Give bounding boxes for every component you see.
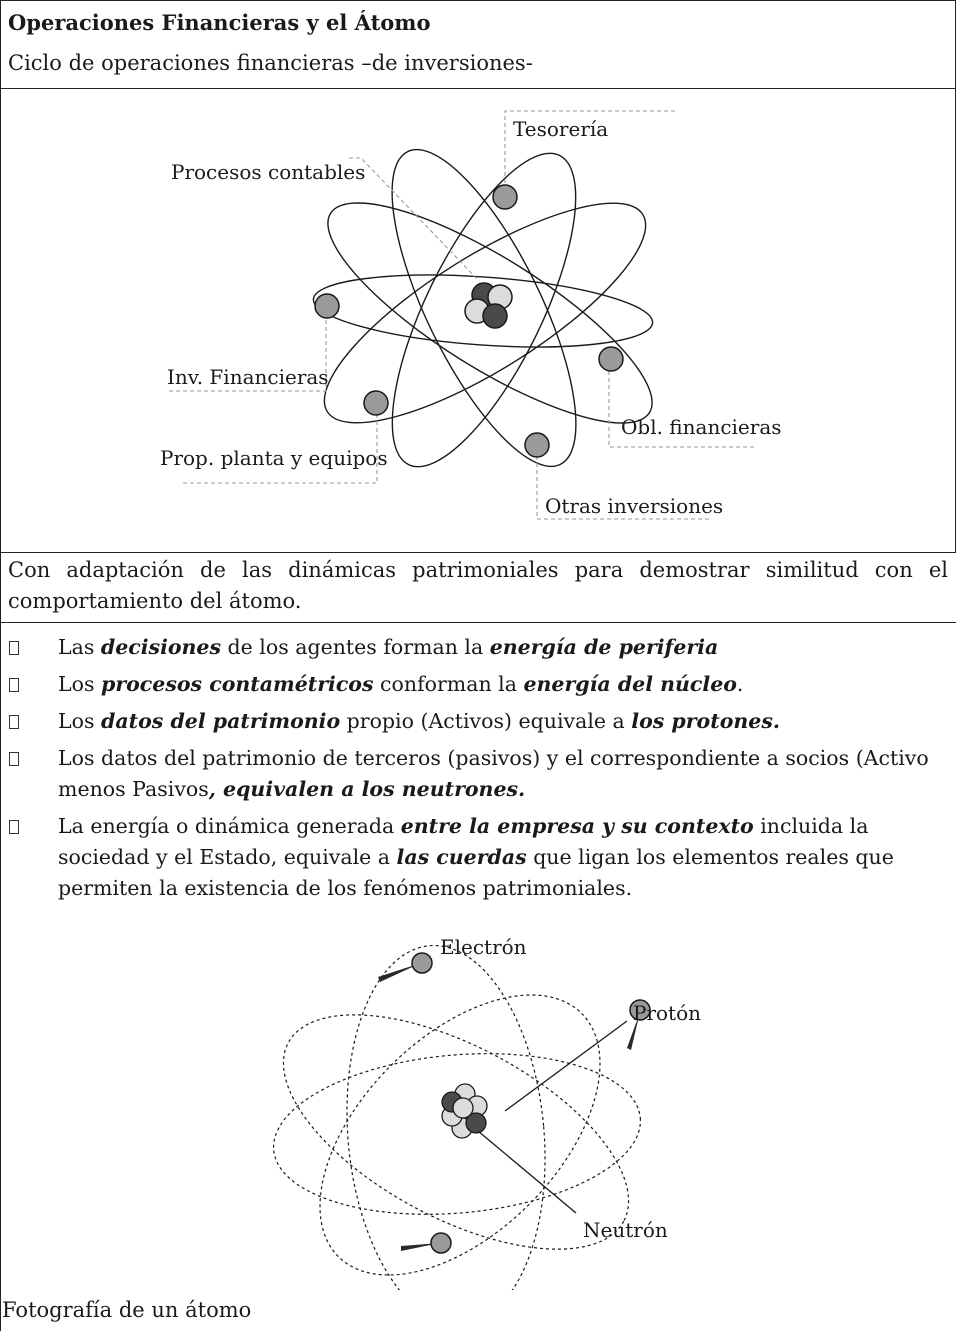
table-border-top	[0, 0, 956, 1]
bullet-box-icon	[9, 715, 19, 729]
label-prop-planta: Prop. planta y equipos	[160, 446, 388, 470]
electron-tesoreria	[492, 184, 518, 210]
orbit-wide	[272, 1053, 642, 1215]
electron-otras-inversiones	[524, 432, 550, 458]
nucleus	[441, 1083, 488, 1139]
orbit-diagonal-b	[323, 202, 647, 424]
financial-atom-diagram: Tesorería Procesos contables Inv. Financ…	[160, 110, 782, 520]
nucleus	[464, 282, 513, 329]
table-border-left	[0, 0, 1, 1331]
intro-paragraph: Con adaptación de las dinámicas patrimon…	[8, 558, 948, 613]
bullet-box-icon	[9, 641, 19, 655]
bullet-box-icon	[9, 678, 19, 692]
orbit-diagonal-a	[327, 202, 653, 424]
label-otras-inversiones: Otras inversiones	[545, 494, 723, 518]
atom-diagram: Electrón Protón Neutrón	[272, 935, 701, 1290]
bullet-box-icon	[9, 820, 19, 834]
orbit-horizontal	[312, 274, 654, 348]
label-proton: Protón	[633, 1001, 701, 1025]
table-row-divider	[0, 622, 956, 623]
page-title: Operaciones Financieras y el Átomo	[8, 10, 431, 35]
bullet-list: Las decisiones de los agentes forman la …	[8, 632, 943, 910]
label-inv-financieras: Inv. Financieras	[167, 365, 329, 389]
orbit-tilted-a	[319, 994, 601, 1276]
bullet-box-icon	[9, 752, 19, 766]
label-electron: Electrón	[440, 935, 527, 959]
table-row-divider	[0, 552, 956, 553]
label-neutron: Neutrón	[583, 1218, 668, 1242]
label-tesoreria: Tesorería	[513, 117, 608, 141]
label-procesos-contables: Procesos contables	[171, 160, 365, 184]
electron-obl-financieras	[598, 346, 624, 372]
leader-lines	[169, 110, 755, 520]
list-item: La energía o dinámica generada entre la …	[8, 811, 943, 904]
label-obl-financieras: Obl. financieras	[621, 415, 782, 439]
list-item: Los datos del patrimonio propio (Activos…	[8, 706, 943, 737]
list-item: Los datos del patrimonio de terceros (pa…	[8, 743, 943, 805]
figure-caption: Fotografía de un átomo	[2, 1298, 252, 1322]
electron-trails	[378, 963, 640, 1251]
orbit-steep-a	[391, 148, 577, 468]
list-item: Los procesos contamétricos conforman la …	[8, 669, 943, 700]
electron-top	[411, 952, 433, 974]
list-item: Las decisiones de los agentes forman la …	[8, 632, 943, 663]
electron-bottom	[430, 1232, 452, 1254]
electron-inv-financieras	[314, 293, 340, 319]
electron-right	[629, 999, 651, 1021]
table-row-divider	[0, 88, 956, 89]
page-subtitle: Ciclo de operaciones financieras –de inv…	[8, 51, 533, 75]
orbit-steep-b	[391, 152, 577, 468]
orbit-vertical	[346, 944, 546, 1290]
electron-prop-planta	[363, 390, 389, 416]
